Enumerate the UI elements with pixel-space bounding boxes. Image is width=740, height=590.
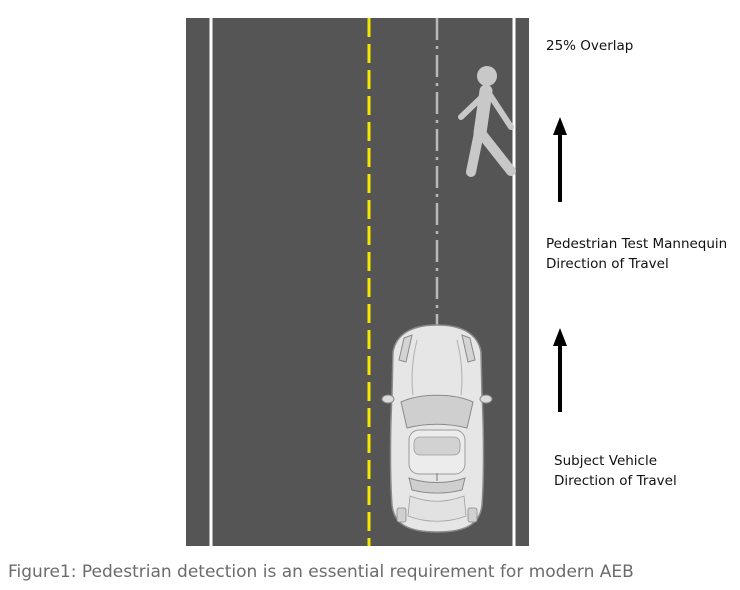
pedestrian-direction-label-line1: Pedestrian Test Mannequin [546,236,728,252]
vehicle-icon [381,324,493,533]
overlap-label: 25% Overlap [546,38,634,54]
pedestrian-icon [458,66,516,177]
vehicle-direction-label-line2: Direction of Travel [554,473,677,489]
figure-caption: Figure1: Pedestrian detection is an esse… [8,562,634,582]
vehicle-direction-label-line1: Subject Vehicle [554,453,658,469]
pedestrian-direction-arrow-icon [553,117,567,202]
vehicle-direction-arrow-icon [553,328,567,412]
pedestrian-direction-label-line2: Direction of Travel [546,256,669,272]
